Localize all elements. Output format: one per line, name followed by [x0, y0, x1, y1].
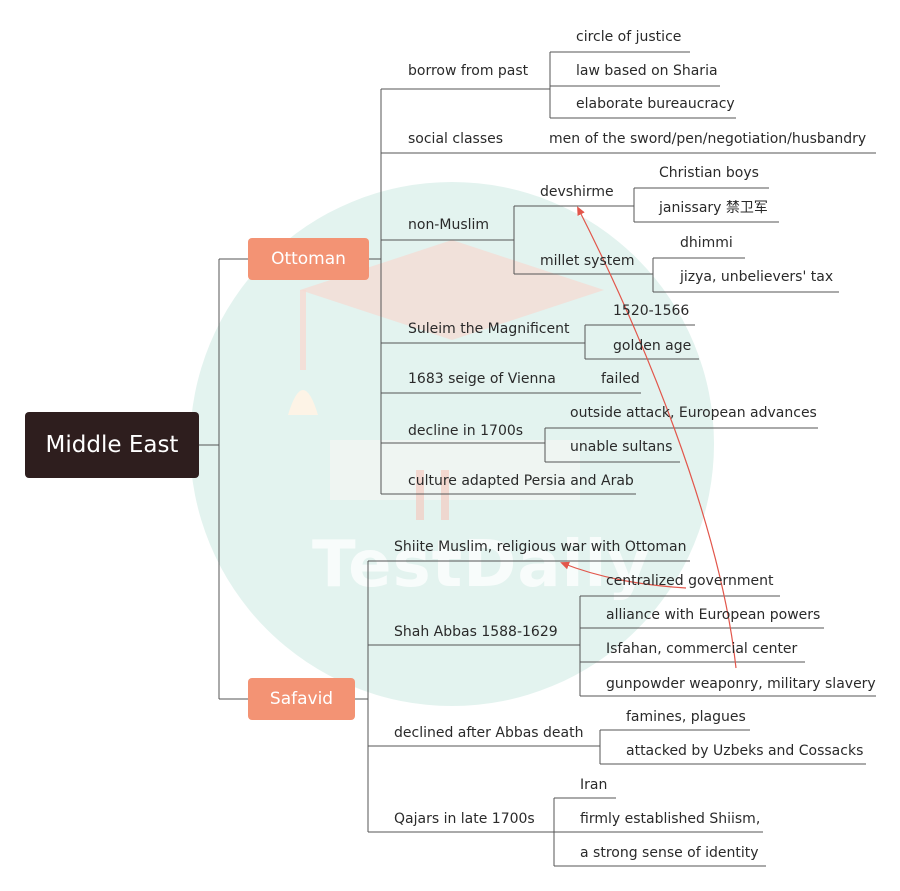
topic-shiite-muslim[interactable]: Shiite Muslim, religious war with Ottoma…: [394, 539, 687, 555]
topic-vienna-failed[interactable]: failed: [601, 371, 640, 387]
topic-culture-adapted[interactable]: culture adapted Persia and Arab: [408, 473, 634, 489]
topic-famines-plagues[interactable]: famines, plagues: [626, 709, 746, 725]
topic-iran[interactable]: Iran: [580, 777, 608, 793]
topic-established-shiism[interactable]: firmly established Shiism,: [580, 811, 761, 827]
branch-ottoman[interactable]: Ottoman: [248, 238, 369, 280]
topic-circle-of-justice[interactable]: circle of justice: [576, 29, 682, 45]
topic-janissary[interactable]: janissary 禁卫军: [659, 200, 768, 216]
topic-alliance-european[interactable]: alliance with European powers: [606, 607, 821, 623]
topic-qajars[interactable]: Qajars in late 1700s: [394, 811, 535, 827]
topic-law-based-on-sharia[interactable]: law based on Sharia: [576, 63, 718, 79]
topic-millet-system[interactable]: millet system: [540, 253, 635, 269]
branch-safavid[interactable]: Safavid: [248, 678, 355, 720]
topic-isfahan[interactable]: Isfahan, commercial center: [606, 641, 798, 657]
topic-shah-abbas[interactable]: Shah Abbas 1588-1629: [394, 624, 558, 640]
topic-gunpowder[interactable]: gunpowder weaponry, military slavery: [606, 676, 876, 692]
topic-outside-attack[interactable]: outside attack, European advances: [570, 405, 817, 421]
topic-elaborate-bureaucracy[interactable]: elaborate bureaucracy: [576, 96, 735, 112]
topic-dhimmi[interactable]: dhimmi: [680, 235, 733, 251]
topic-suleim-years[interactable]: 1520-1566: [613, 303, 690, 319]
topic-declined-after-abbas[interactable]: declined after Abbas death: [394, 725, 584, 741]
topic-borrow-from-past[interactable]: borrow from past: [408, 63, 529, 79]
topic-social-classes[interactable]: social classes: [408, 131, 504, 147]
topic-unable-sultans[interactable]: unable sultans: [570, 439, 673, 455]
topic-devshirme[interactable]: devshirme: [540, 184, 614, 200]
topic-christian-boys[interactable]: Christian boys: [659, 165, 759, 181]
topic-seige-of-vienna[interactable]: 1683 seige of Vienna: [408, 371, 556, 387]
topic-suleim[interactable]: Suleim the Magnificent: [408, 321, 570, 337]
topic-decline-1700s[interactable]: decline in 1700s: [408, 423, 524, 439]
topic-attacked-uzbeks[interactable]: attacked by Uzbeks and Cossacks: [626, 743, 864, 759]
topic-non-muslim[interactable]: non-Muslim: [408, 217, 490, 233]
topic-sense-of-identity[interactable]: a strong sense of identity: [580, 845, 759, 861]
topic-jizya[interactable]: jizya, unbelievers' tax: [680, 269, 834, 285]
topic-social-classes-detail[interactable]: men of the sword/pen/negotiation/husband…: [549, 131, 867, 147]
topic-golden-age[interactable]: golden age: [613, 338, 692, 354]
root-topic[interactable]: Middle East: [25, 412, 199, 478]
topic-centralized-government[interactable]: centralized government: [606, 573, 774, 589]
